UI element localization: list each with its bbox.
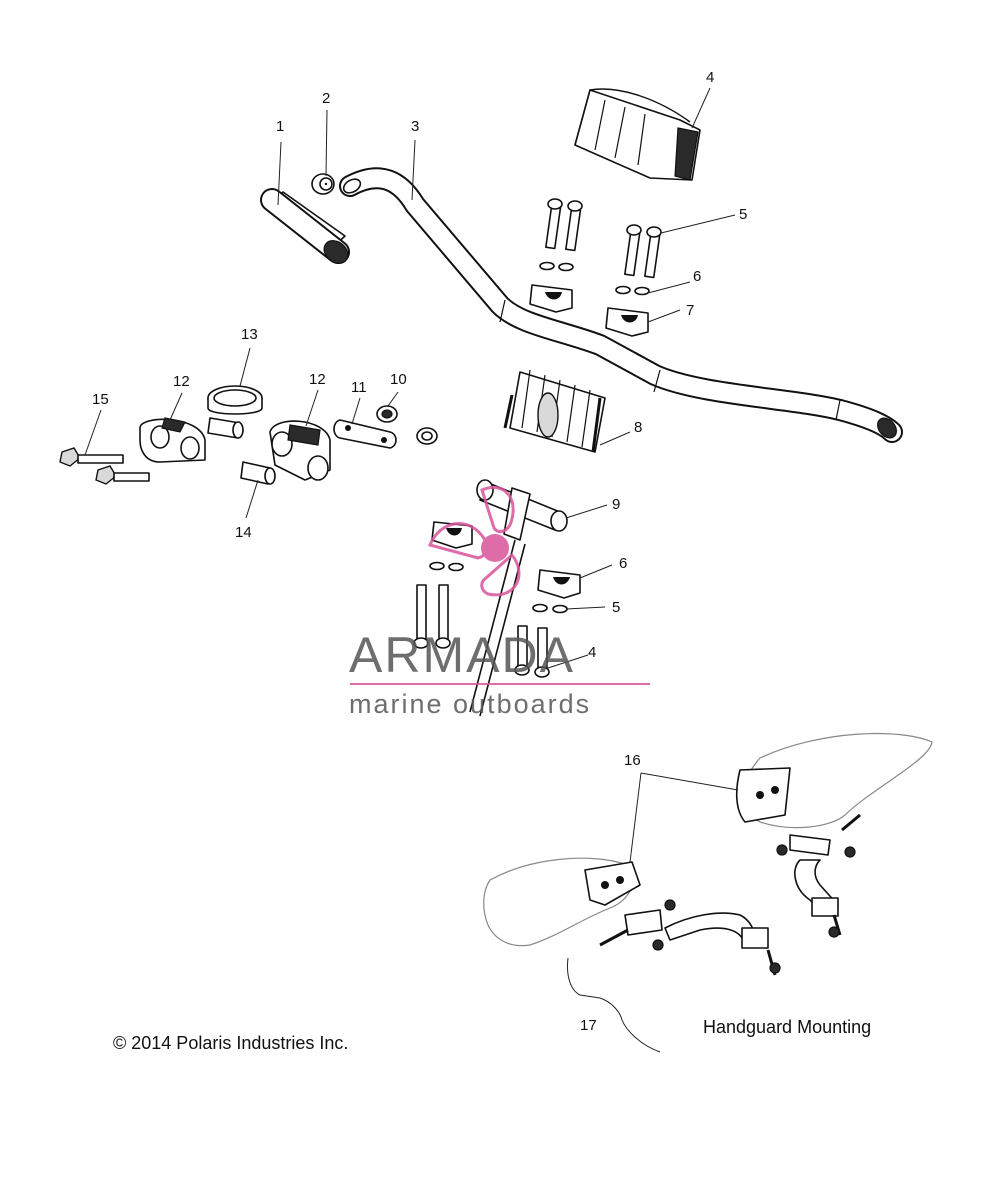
callout-1: 1 [276, 118, 284, 135]
watermark-brand: ARMADA [349, 627, 575, 683]
spacers [207, 417, 276, 485]
callout-12-left: 12 [173, 373, 190, 390]
callout-numbers: 1 2 3 4 5 6 7 8 9 6 5 4 10 11 12 12 13 1… [92, 69, 747, 1034]
bracket-part-17 [567, 957, 661, 1053]
callout-8: 8 [634, 419, 642, 436]
callout-11: 11 [351, 379, 367, 396]
callout-5: 5 [739, 206, 747, 223]
clamp-part-12-right [269, 420, 331, 481]
leader-lines [84, 87, 739, 863]
clamp-part-12-left [139, 417, 206, 463]
callout-13: 13 [241, 326, 258, 343]
bolts-part-5-upper [545, 198, 662, 279]
callout-10: 10 [390, 371, 407, 388]
callout-14: 14 [235, 524, 252, 541]
propeller-logo [427, 486, 521, 597]
handguard-part-16-right [735, 732, 933, 829]
callout-9: 9 [612, 496, 620, 513]
callout-5-lower: 5 [612, 599, 620, 616]
watermark-tagline: marine outboards [349, 689, 591, 719]
handguard-part-17-left [483, 857, 641, 947]
callout-12-right: 12 [309, 371, 326, 388]
washers-part-5-lower [429, 561, 568, 614]
clamps-part-7 [529, 284, 649, 337]
handguard-mount-left [599, 899, 781, 976]
callout-6-lower: 6 [619, 555, 627, 572]
watermark: ARMADA marine outboards [349, 486, 650, 719]
bolts-part-4-lower [413, 584, 550, 678]
callout-4: 4 [706, 69, 714, 86]
callout-2: 2 [322, 90, 330, 107]
callout-17: 17 [580, 1017, 597, 1034]
callout-7: 7 [686, 302, 694, 319]
inset-title: Handguard Mounting [703, 1017, 871, 1037]
bushing-part-13 [207, 385, 263, 415]
callout-6: 6 [693, 268, 701, 285]
bolts-part-15 [59, 447, 150, 485]
copyright-text: © 2014 Polaris Industries Inc. [113, 1033, 348, 1053]
callout-4-lower: 4 [588, 644, 596, 661]
callout-16: 16 [624, 752, 641, 769]
handlebar-cover-part-4 [574, 88, 701, 181]
center-pad-part-8 [503, 369, 606, 453]
plug-part-2 [311, 173, 335, 195]
grip-part-1 [260, 188, 350, 264]
plate-part-11 [333, 419, 397, 449]
handlebar-part-3 [339, 167, 903, 443]
washers-part-6-upper [539, 261, 650, 296]
handguard-mount-right [776, 813, 861, 938]
callout-3: 3 [411, 118, 419, 135]
bushing-part-10 [376, 405, 438, 445]
callout-15: 15 [92, 391, 109, 408]
